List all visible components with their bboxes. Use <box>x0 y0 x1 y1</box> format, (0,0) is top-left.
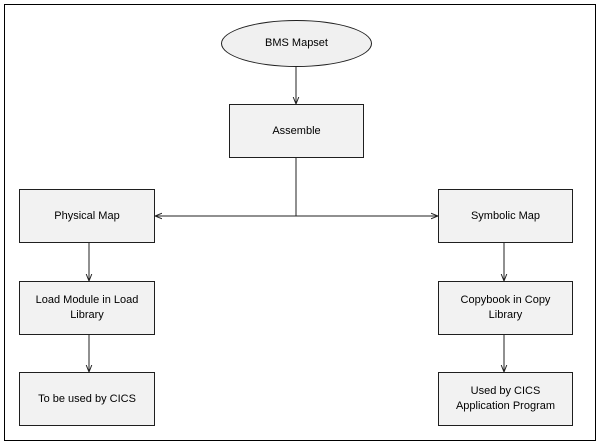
diagram-border <box>4 4 596 441</box>
node-bms-mapset: BMS Mapset <box>221 20 372 67</box>
node-bms-mapset-label: BMS Mapset <box>265 37 328 49</box>
node-to-be-used-by-cics: To be used by CICS <box>19 372 155 426</box>
node-load-module: Load Module in Load Library <box>19 281 155 335</box>
node-used-by-cics-application: Used by CICS Application Program <box>438 372 573 426</box>
node-symbolic-map: Symbolic Map <box>438 189 573 243</box>
node-copybook: Copybook in Copy Library <box>438 281 573 335</box>
node-assemble-label: Assemble <box>272 124 321 137</box>
node-symbolic-map-label: Symbolic Map <box>470 209 541 222</box>
node-assemble: Assemble <box>229 104 364 158</box>
node-to-be-used-by-cics-label: To be used by CICS <box>38 392 136 405</box>
node-copybook-label: Copybook in Copy Library <box>460 294 551 321</box>
node-physical-map-label: Physical Map <box>54 209 120 222</box>
node-load-module-label: Load Module in Load Library <box>35 294 139 321</box>
node-used-by-cics-application-label: Used by CICS Application Program <box>455 385 556 412</box>
node-physical-map: Physical Map <box>19 189 155 243</box>
